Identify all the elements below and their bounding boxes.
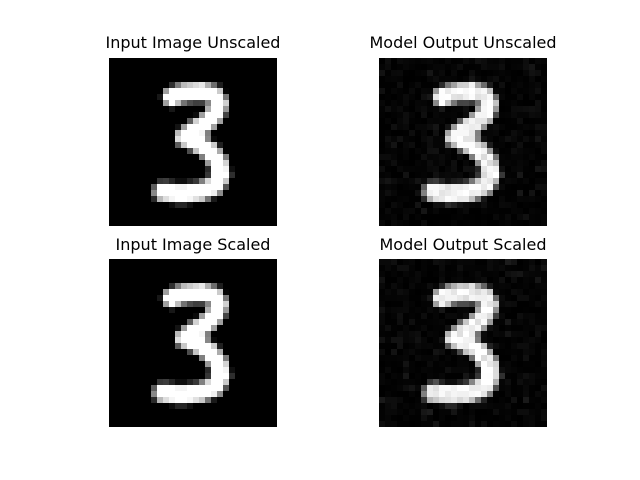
panel-title-input-scaled: Input Image Scaled <box>115 235 271 254</box>
panel-title-output-scaled: Model Output Scaled <box>379 235 547 254</box>
panel-output-unscaled <box>379 58 547 226</box>
input-image-scaled <box>109 259 277 427</box>
panel-input-unscaled <box>109 58 277 226</box>
model-output-unscaled <box>379 58 547 226</box>
panel-title-input-unscaled: Input Image Unscaled <box>105 33 281 52</box>
panel-output-scaled <box>379 259 547 427</box>
model-output-scaled <box>379 259 547 427</box>
panel-title-output-unscaled: Model Output Unscaled <box>369 33 557 52</box>
input-image-unscaled <box>109 58 277 226</box>
panel-input-scaled <box>109 259 277 427</box>
